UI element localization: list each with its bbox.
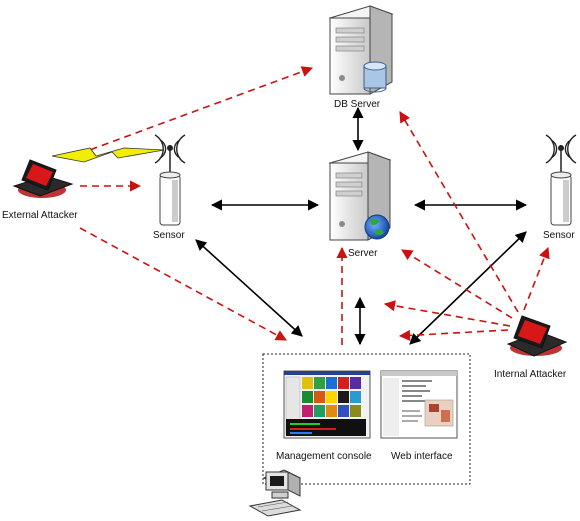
sensor-left-label: Sensor	[153, 230, 185, 241]
antenna-sensor-icon	[545, 134, 577, 226]
external-attacker-label: External Attacker	[2, 210, 78, 221]
attack-ext-db	[67, 66, 314, 159]
attack-ext-console	[79, 227, 287, 341]
network-links	[195, 106, 528, 346]
attack-int-db	[399, 111, 519, 313]
laptop-icon	[12, 159, 74, 198]
db-server-node: DB Server	[328, 5, 394, 110]
management-console-label: Management console	[276, 451, 372, 462]
attack-int-server	[401, 249, 513, 319]
attack-int-console	[398, 329, 509, 342]
web-interface-label: Web interface	[391, 451, 453, 462]
sensor-left-node: Sensor	[153, 134, 186, 241]
sensor-right-node: Sensor	[543, 134, 577, 241]
web-interface-screenshot	[380, 370, 458, 439]
lightning-icon	[51, 147, 165, 163]
db-server-label: DB Server	[334, 99, 381, 110]
link-sensor-right-console	[409, 231, 527, 345]
external-attacker-node: External Attacker	[2, 159, 78, 221]
attack-int-link	[383, 300, 511, 327]
desktop-computer-icon	[248, 469, 302, 517]
attack-int-sensor	[523, 246, 550, 311]
internal-attacker-label: Internal Attacker	[494, 369, 567, 380]
antenna-sensor-icon	[154, 134, 186, 226]
management-area: Management console Web interface	[262, 353, 471, 485]
server-node: Server	[328, 151, 392, 259]
laptop-icon	[506, 315, 568, 357]
link-sensor-left-console	[195, 239, 303, 337]
internal-attacker-node: Internal Attacker	[494, 315, 568, 380]
server-label: Server	[348, 248, 378, 259]
management-console-screenshot	[283, 370, 371, 439]
server-database-icon	[328, 5, 394, 95]
sensor-right-label: Sensor	[543, 230, 575, 241]
server-globe-icon	[328, 151, 392, 241]
attack-paths	[67, 66, 550, 345]
